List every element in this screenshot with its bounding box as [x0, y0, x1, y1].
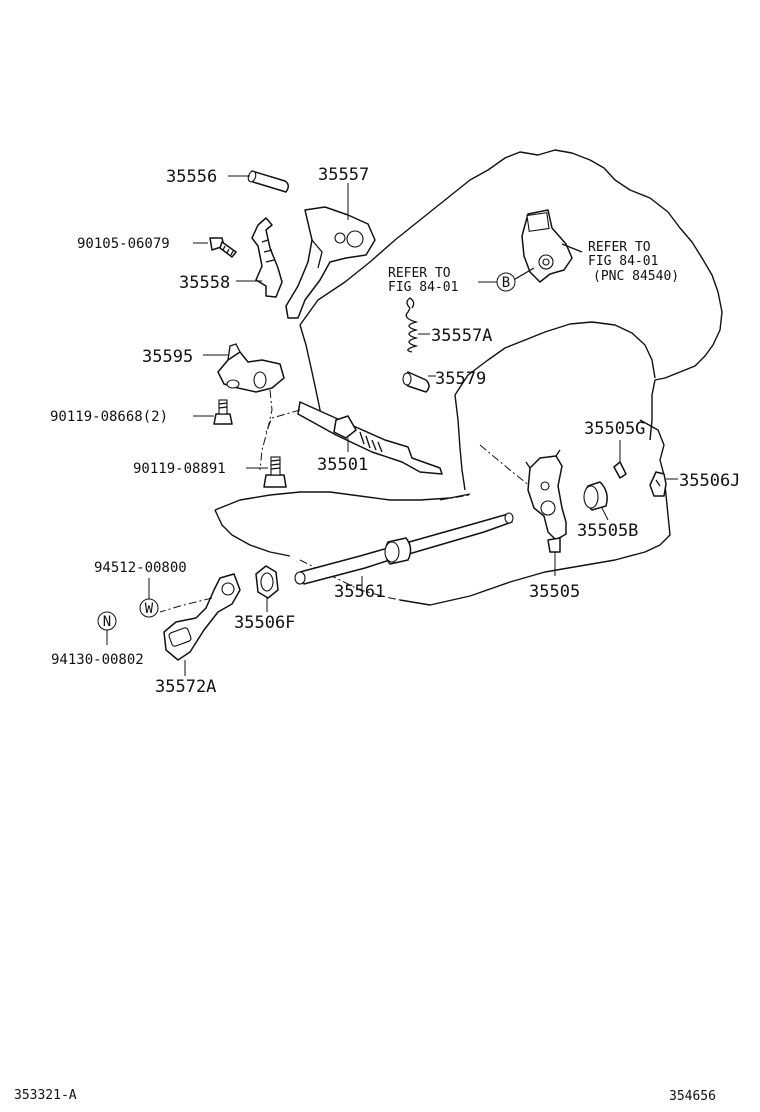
symbol-b-letter: B — [502, 275, 510, 291]
label-35505: 35505 — [529, 582, 580, 602]
label-35501: 35501 — [317, 455, 368, 475]
label-94130-00802: 94130-00802 — [51, 652, 144, 668]
bushing-35505B — [583, 481, 609, 521]
seal-35506F — [255, 565, 279, 612]
bolt-90119-08891 — [246, 456, 287, 488]
symbol-n: N — [97, 611, 117, 645]
label-35506J: 35506J — [679, 471, 740, 491]
label-35561: 35561 — [334, 582, 385, 602]
label-35572A: 35572A — [155, 677, 216, 697]
symbol-w: W — [139, 578, 159, 618]
spring-35558 — [236, 217, 283, 298]
spring-35557A — [405, 297, 430, 353]
pin-35556 — [228, 170, 289, 193]
clip-35506J — [649, 471, 678, 497]
label-90119-08668: 90119-08668(2) — [50, 409, 168, 425]
reference-note-right: REFER TO FIG 84-01 (PNC 84540) — [588, 240, 679, 284]
symbol-n-letter: N — [103, 614, 111, 630]
label-35557A: 35557A — [431, 326, 492, 346]
label-35556: 35556 — [166, 167, 217, 187]
label-35595: 35595 — [142, 347, 193, 367]
shaft-35561 — [294, 512, 514, 590]
figure-code-right: 354656 — [669, 1089, 716, 1104]
reference-note-left: REFER TO FIG 84-01 — [388, 266, 458, 295]
neutral-start-switch — [509, 209, 583, 283]
symbol-b: B — [478, 272, 516, 292]
pin-35579 — [402, 371, 436, 393]
label-90105-06079: 90105-06079 — [77, 236, 170, 252]
reference-left-line1: REFER TO — [388, 266, 451, 281]
bracket-35595 — [203, 343, 285, 471]
bolt-90105-06079 — [193, 237, 237, 258]
reference-right-line3: (PNC 84540) — [593, 269, 679, 284]
transmission-case-outline — [214, 149, 723, 606]
label-35506F: 35506F — [234, 613, 295, 633]
label-35579: 35579 — [435, 369, 486, 389]
label-35505G: 35505G — [584, 419, 645, 439]
label-35505B: 35505B — [577, 521, 638, 541]
pin-35505G — [613, 440, 627, 479]
reference-right-line2: FIG 84-01 — [588, 254, 658, 269]
lever-35557 — [285, 183, 376, 319]
label-90119-08891: 90119-08891 — [133, 461, 226, 477]
label-94512-00800: 94512-00800 — [94, 560, 187, 576]
rod-35501 — [265, 401, 443, 475]
reference-right-line1: REFER TO — [588, 240, 651, 255]
lever-35505 — [525, 449, 567, 576]
bolt-90119-08668 — [193, 399, 233, 425]
symbol-w-letter: W — [145, 601, 154, 617]
label-35557: 35557 — [318, 165, 369, 185]
figure-code-left: 353321-A — [14, 1088, 77, 1103]
label-35558: 35558 — [179, 273, 230, 293]
reference-left-line2: FIG 84-01 — [388, 280, 458, 295]
lever-35572A — [159, 573, 241, 676]
